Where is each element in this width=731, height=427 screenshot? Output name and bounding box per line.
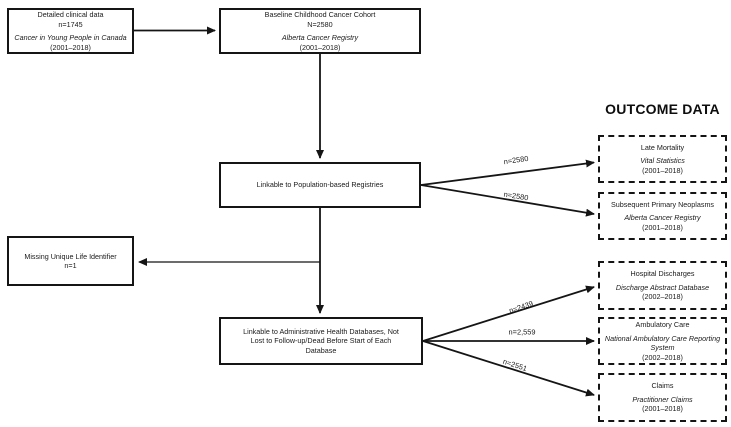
box-title: Baseline Childhood Cancer Cohort <box>264 10 376 19</box>
box-dates: (2001–2018) <box>50 42 91 52</box>
box-title: Detailed clinical data <box>37 10 104 19</box>
arrow-admin-to-claims <box>422 340 595 397</box>
outcome-box-subsequent-neoplasms: Subsequent Primary Neoplasms Alberta Can… <box>598 192 727 240</box>
outcome-dates: (2001–2018) <box>642 222 683 232</box>
outcome-source: Discharge Abstract Database <box>615 282 710 292</box>
box-count: n=1745 <box>58 19 83 29</box>
outcome-source: Practitioner Claims <box>632 394 693 404</box>
outcome-title: Ambulatory Care <box>635 320 690 329</box>
arrow-label-admin-to-ambulatory-care: n=2,559 <box>508 327 536 337</box>
box-missing-identifier: Missing Unique Life Identifier n=1 <box>7 236 134 286</box>
box-linkable-admin-databases: Linkable to Administrative Health Databa… <box>219 317 423 365</box>
outcome-data-heading: OUTCOME DATA <box>605 101 720 117</box>
outcome-title: Late Mortality <box>640 142 685 152</box>
arrow-label-admin-to-claims: n=2551 <box>501 356 529 374</box>
arrow-label-admin-to-hospital-discharges: n=2439 <box>507 298 535 316</box>
outcome-source: Vital Statistics <box>640 156 685 166</box>
box-title: Linkable to Population-based Registries <box>256 180 384 190</box>
outcome-box-hospital-discharges: Hospital Discharges Discharge Abstract D… <box>598 261 727 310</box>
box-dates: (2001–2018) <box>299 42 341 52</box>
arrow-label-registries-to-late-mortality: n=2580 <box>503 153 529 167</box>
outcome-source: National Ambulatory Care Reporting Syste… <box>604 333 721 353</box>
outcome-dates: (2001–2018) <box>642 404 683 414</box>
box-count: N=2580 <box>307 19 333 29</box>
outcome-dates: (2001–2018) <box>642 165 683 175</box>
box-detailed-clinical-data: Detailed clinical data n=1745 Cancer in … <box>7 8 134 54</box>
box-source: Alberta Cancer Registry <box>281 33 359 42</box>
outcome-title: Claims <box>651 381 674 391</box>
box-linkable-registries: Linkable to Population-based Registries <box>219 162 421 208</box>
box-title: Missing Unique Life Identifier <box>24 251 117 261</box>
outcome-box-claims: Claims Practitioner Claims (2001–2018) <box>598 373 727 422</box>
outcome-title: Hospital Discharges <box>630 269 695 279</box>
outcome-dates: (2002–2018) <box>642 352 683 362</box>
arrow-label-registries-to-neoplasms: n=2580 <box>503 189 529 203</box>
outcome-dates: (2002–2018) <box>642 292 683 302</box>
outcome-source: Alberta Cancer Registry <box>624 213 701 223</box>
box-source: Cancer in Young People in Canada <box>14 33 127 42</box>
box-baseline-cohort: Baseline Childhood Cancer Cohort N=2580 … <box>219 8 421 54</box>
box-count: n=1 <box>64 261 77 270</box>
box-title: Linkable to Administrative Health Databa… <box>243 326 399 355</box>
arrow-registries-to-late-mortality <box>420 159 595 186</box>
outcome-box-ambulatory-care: Ambulatory Care National Ambulatory Care… <box>598 317 727 365</box>
outcome-box-late-mortality: Late Mortality Vital Statistics (2001–20… <box>598 135 727 183</box>
outcome-title: Subsequent Primary Neoplasms <box>610 199 715 209</box>
